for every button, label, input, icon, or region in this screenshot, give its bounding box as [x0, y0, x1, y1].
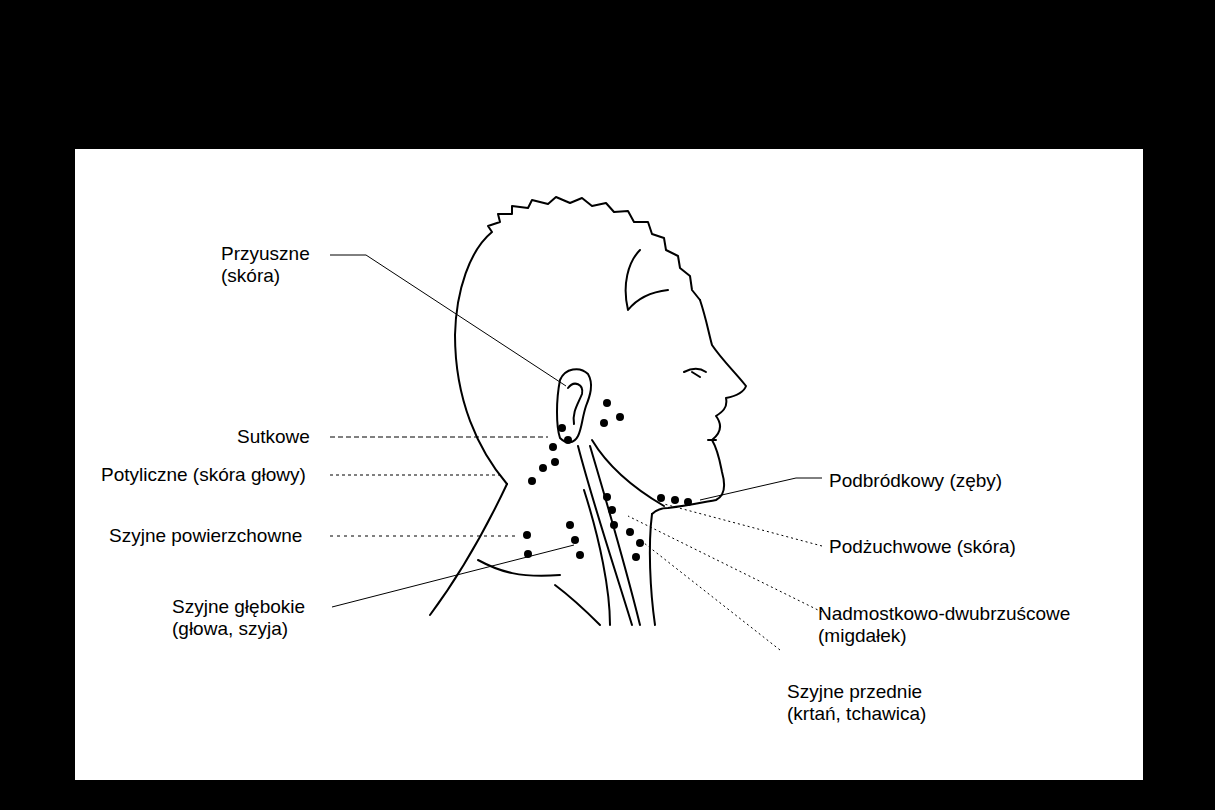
node-group-label: Przyuszne (skóra) — [221, 243, 331, 288]
node-group-label: Szyjne głębokie (głowa, szyja) — [172, 596, 340, 641]
node-group-label: Podbródkowy (zęby) — [829, 470, 1002, 492]
node-group-label: Sutkowe — [237, 426, 310, 448]
node-group-label: Podżuchwowe (skóra) — [829, 536, 1016, 558]
node-group-label: Szyjne przednie (krtań, tchawica) — [787, 681, 965, 726]
node-group-label: Potyliczne (skóra głowy) — [101, 464, 306, 486]
node-group-label: Nadmostkowo-dwubrzuścowe (migdałek) — [818, 603, 1138, 648]
node-group-label: Szyjne powierzchowne — [109, 525, 302, 547]
